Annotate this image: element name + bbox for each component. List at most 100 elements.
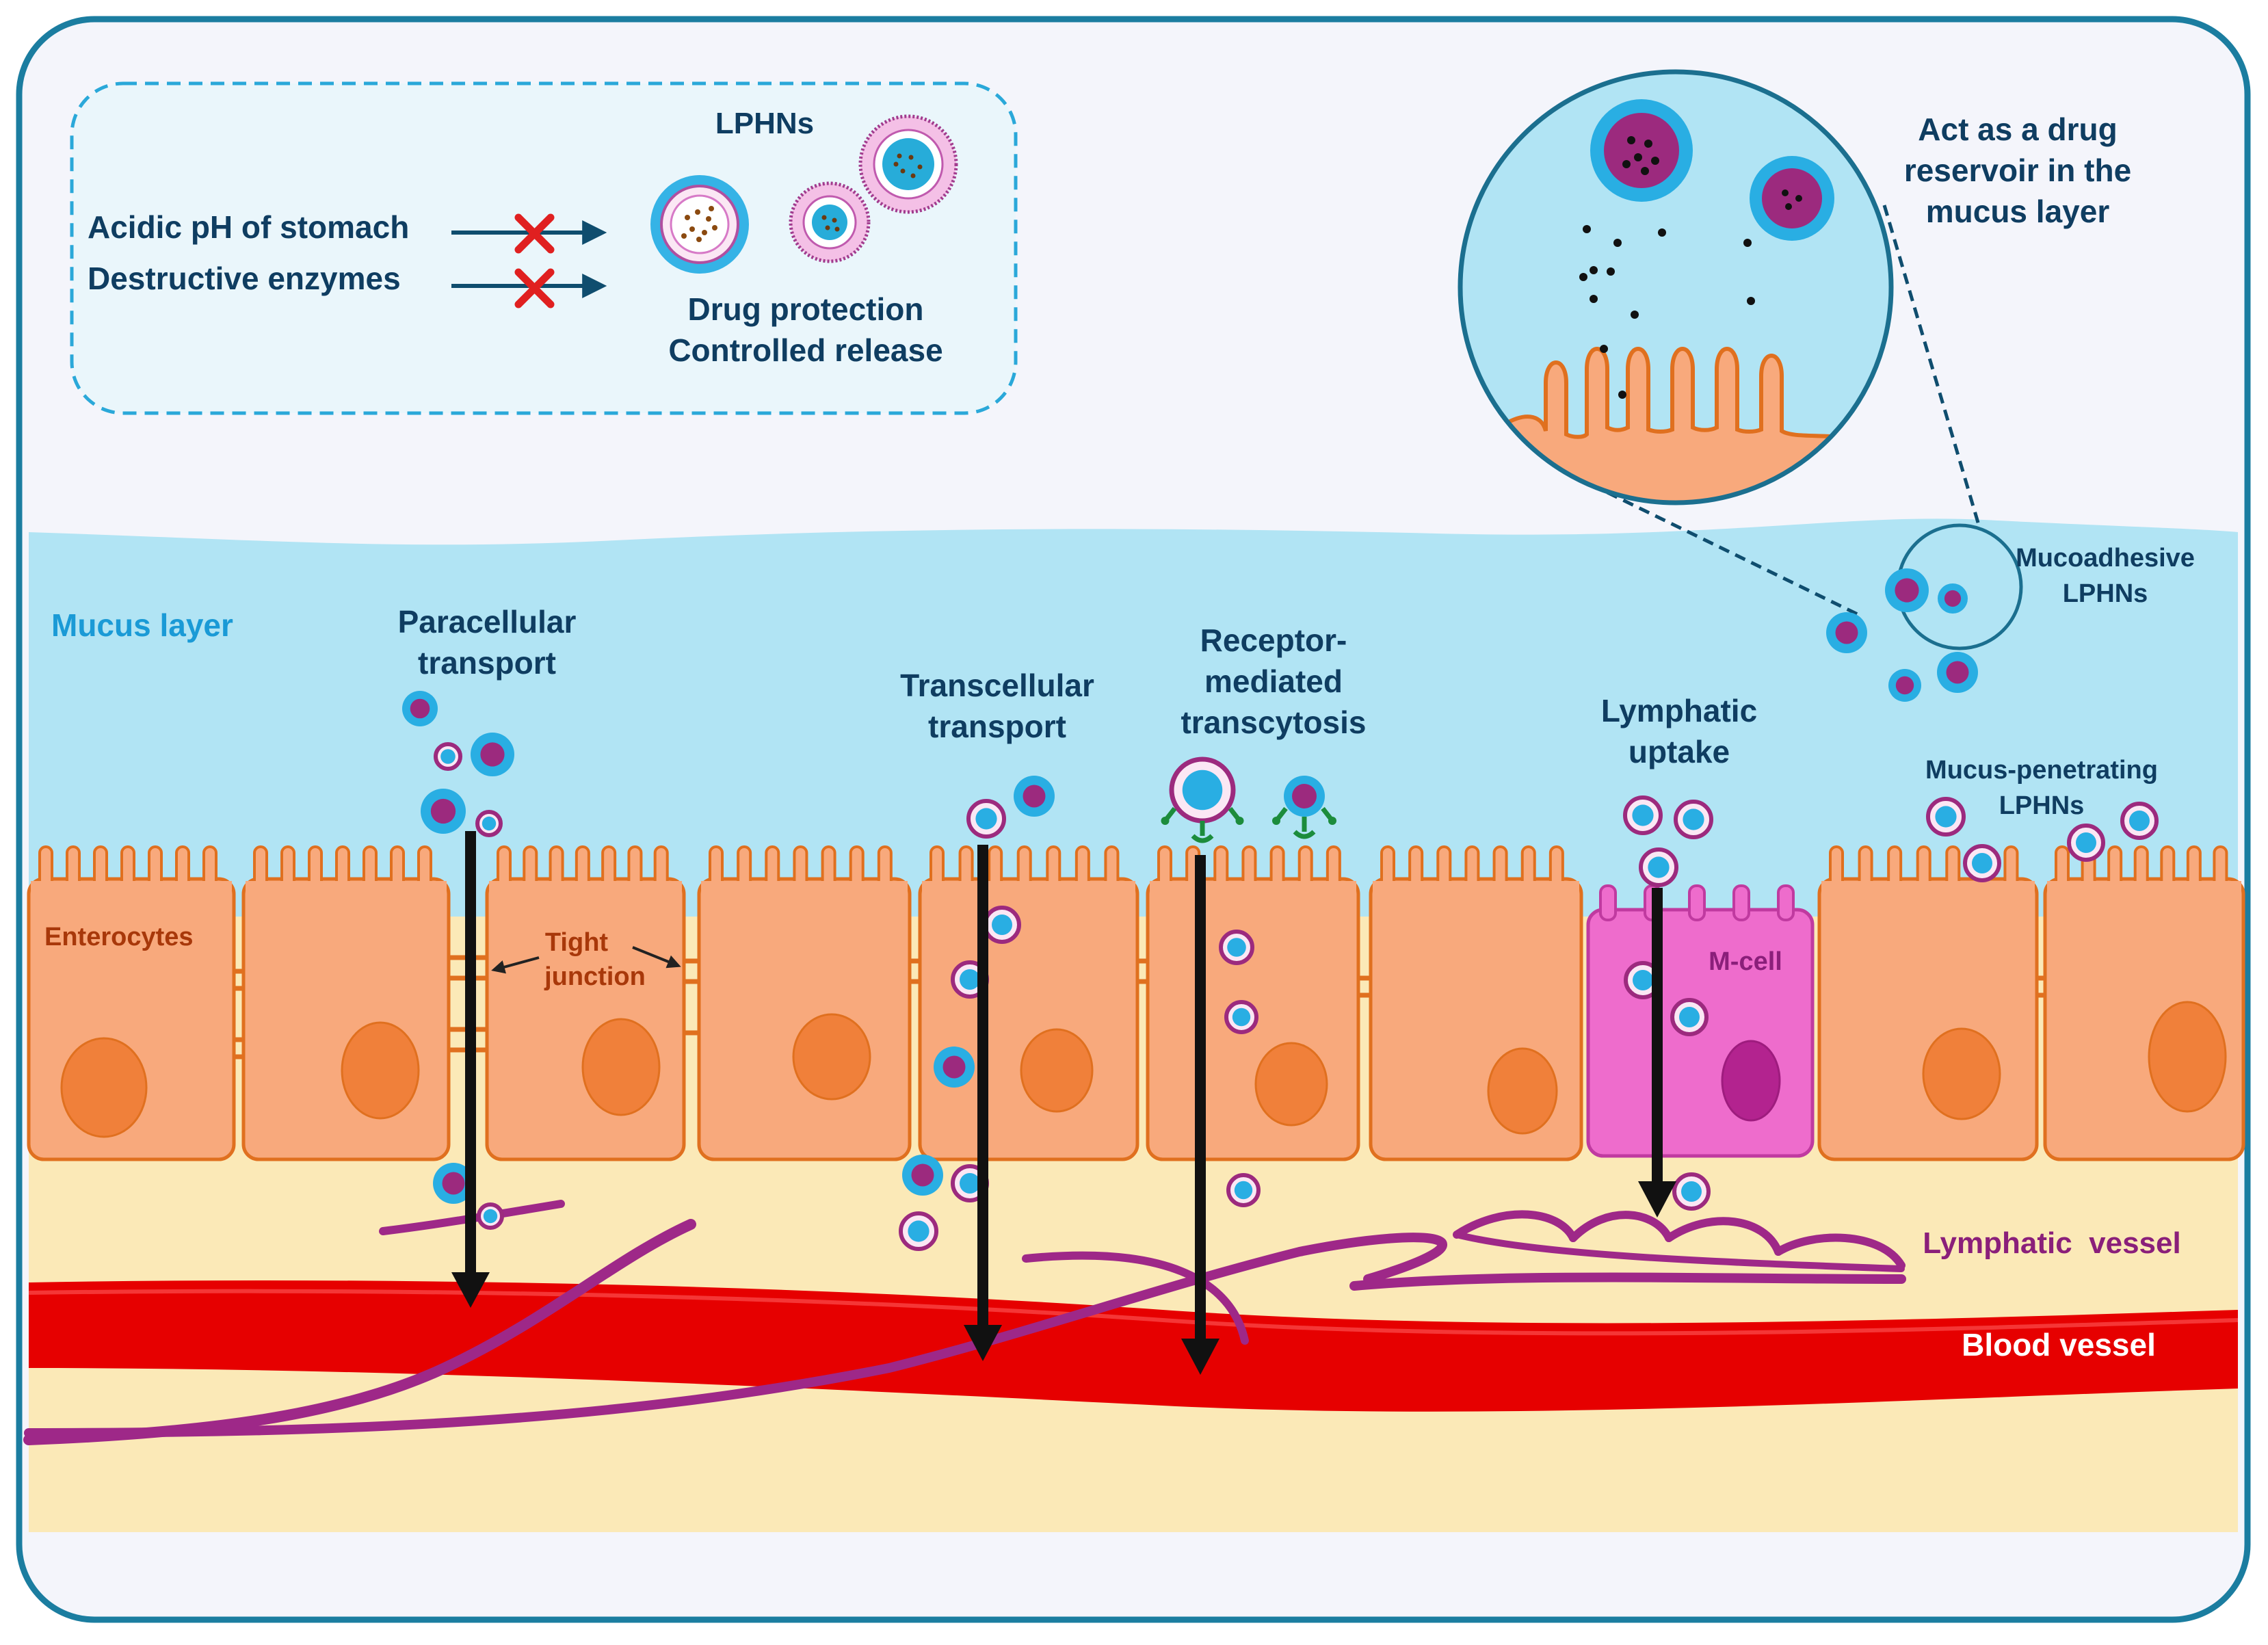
- lphn-particle-icon: [477, 1202, 504, 1230]
- lphn-particle-icon: [2120, 802, 2159, 840]
- lphn-particle-icon: [475, 810, 503, 837]
- lphn-particle-icon: [1888, 669, 1921, 702]
- lphn-particle-icon: [1670, 998, 1709, 1036]
- lphn-particle-icon: [421, 789, 466, 834]
- m-cell-fold: [1599, 884, 1617, 921]
- nucleus: [2148, 1001, 2227, 1113]
- receptor-bound-particle-icon: [1161, 756, 1244, 843]
- lymphatic-uptake-label-line1: Lymphatic: [1601, 693, 1757, 728]
- blood-vessel-label: Blood vessel: [1962, 1327, 2156, 1363]
- mucus-penetrating-label-line2: LPHNs: [1999, 791, 2085, 820]
- m-cell-fold: [1688, 884, 1706, 921]
- mucus-penetrating-label-line1: Mucus-penetrating: [1925, 756, 2158, 785]
- lphn-particle-icon: [1938, 583, 1968, 614]
- paracellular-label-line1: Paracellular: [398, 604, 577, 640]
- receptor-label-line1: Receptor-: [1200, 622, 1347, 658]
- tight-junction-label-line1: Tight: [545, 928, 609, 957]
- arrowhead-icon: [964, 1325, 1002, 1361]
- nuclei: [60, 1001, 2227, 1138]
- lphn-particle-icon: [1639, 847, 1678, 887]
- m-cell-fold: [1732, 884, 1750, 921]
- lphn-particle-icon: [934, 1047, 975, 1088]
- nucleus: [1254, 1042, 1328, 1127]
- mucus-layer-label: Mucus layer: [51, 607, 233, 643]
- mucoadhesive-label-line2: LPHNs: [2063, 579, 2148, 608]
- lphn-particle-icon: [1226, 1173, 1261, 1207]
- lphn-particle-icon: [433, 1163, 474, 1204]
- paracellular-label-line2: transport: [418, 645, 556, 681]
- enterocyte-cell: [697, 877, 912, 1161]
- zoom-caption-line2: reservoir in the: [1904, 153, 2131, 188]
- nucleus: [1487, 1047, 1558, 1135]
- nucleus: [341, 1021, 420, 1120]
- lphn-core-shell-icon: [858, 114, 958, 214]
- lphn-particle-icon: [1624, 961, 1662, 999]
- nucleus: [792, 1013, 871, 1101]
- lphn-particle-icon: [1885, 568, 1929, 612]
- transcellular-label-line2: transport: [928, 709, 1066, 744]
- lphn-particle-icon: [1219, 930, 1254, 965]
- lphn-particle-icon: [983, 906, 1021, 944]
- lphn-particle-icon: [1224, 1000, 1258, 1034]
- reservoir-particle-icon: [1750, 156, 1834, 241]
- arrowhead-icon: [451, 1272, 490, 1308]
- lphn-particle-icon: [1926, 797, 1966, 837]
- receptor-bound-particle-icon: [1272, 776, 1336, 839]
- cell-apex: [2047, 881, 2241, 891]
- cell-apex: [922, 881, 1135, 891]
- lphn-hybrid-icon: [789, 181, 871, 263]
- lymphatic-vessel-label: Lymphatic vessel: [1923, 1226, 2180, 1260]
- lphn-particle-icon: [902, 1155, 943, 1196]
- mucoadhesive-label-line1: Mucoadhesive: [2016, 544, 2195, 573]
- nucleus: [581, 1018, 661, 1116]
- nucleus: [1922, 1027, 2001, 1120]
- lphn-particle-icon: [2067, 824, 2105, 862]
- inset-title: LPHNs: [715, 107, 814, 140]
- tight-junction-label-line2: junction: [544, 962, 646, 991]
- reservoir-particle-icon: [1590, 99, 1693, 202]
- enterocyte-cell: [241, 877, 451, 1161]
- protection-inset: LPHNs Acidic pH of stomach Destructive e…: [70, 81, 1018, 415]
- lphn-particle-icon: [471, 733, 514, 776]
- blood-vessel-highlight: [28, 1289, 2239, 1336]
- lphn-particle-icon: [966, 799, 1006, 839]
- benefit-controlled-release: Controlled release: [668, 332, 942, 368]
- cell-apex: [489, 881, 682, 891]
- threat-enzymes: Destructive enzymes: [88, 261, 401, 296]
- lphn-particle-icon: [1937, 652, 1978, 693]
- lphn-particle-icon: [1672, 1172, 1711, 1211]
- cell-apex: [1373, 881, 1579, 891]
- lphn-particle-icon: [434, 742, 462, 771]
- cell-apex: [1821, 881, 2035, 891]
- m-cell-fold: [1777, 884, 1795, 921]
- lphn-particle-icon: [1014, 776, 1055, 817]
- blood-vessel: [29, 1280, 2238, 1412]
- zoom-guide-line: [1882, 205, 1989, 553]
- nucleus: [1020, 1028, 1094, 1113]
- blocked-cross-icon: [514, 268, 555, 308]
- released-drug-dots: [1579, 225, 1755, 399]
- nucleus: [60, 1037, 148, 1138]
- lphn-liposome-icon: [650, 175, 749, 274]
- cell-apex: [246, 881, 447, 891]
- cell-apex: [1150, 881, 1356, 891]
- blocked-cross-icon: [514, 213, 555, 254]
- arrowhead-icon: [1181, 1339, 1219, 1375]
- epithelium: [27, 877, 2245, 1161]
- lphn-particle-icon: [899, 1211, 938, 1251]
- lphn-particle-icon: [402, 691, 438, 726]
- enterocyte-cell: [1817, 877, 2039, 1161]
- lymphatic-uptake-label-line2: uptake: [1629, 734, 1730, 769]
- receptor-label-line2: mediated: [1204, 663, 1343, 699]
- lphn-particle-icon: [1674, 800, 1713, 839]
- microvilli: [31, 845, 2241, 921]
- labels: Mucus layer Paracellular transport Trans…: [44, 544, 2195, 1363]
- enterocyte-cell: [918, 877, 1139, 1161]
- inset-box: [70, 81, 1018, 415]
- enterocytes-label: Enterocytes: [44, 923, 194, 951]
- zoom-guide-line: [1606, 490, 1862, 618]
- tight-junction-arrow: [491, 956, 540, 974]
- threat-acidic-ph: Acidic pH of stomach: [88, 209, 409, 245]
- transcellular-label-line1: Transcellular: [900, 668, 1094, 703]
- zoom-caption-line1: Act as a drug: [1918, 111, 2117, 147]
